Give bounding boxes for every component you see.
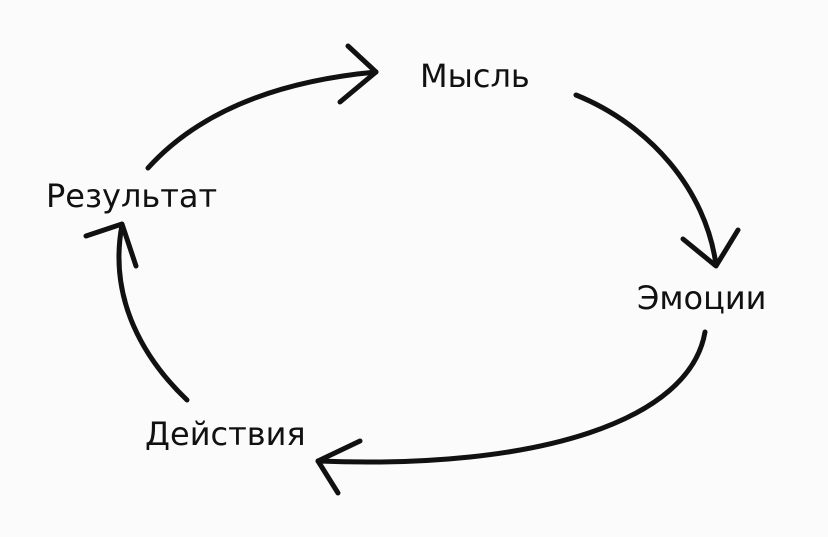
arrow-actions-to-result xyxy=(83,221,190,403)
arrow-thought-to-emotions xyxy=(573,92,741,269)
arrow-result-to-thought xyxy=(145,43,379,171)
node-emotions: Эмоции xyxy=(637,279,767,317)
node-actions: Действия xyxy=(145,415,306,453)
arrow-emotions-to-actions xyxy=(315,329,708,496)
node-result: Результат xyxy=(46,177,218,215)
node-thought: Мысль xyxy=(420,57,530,95)
